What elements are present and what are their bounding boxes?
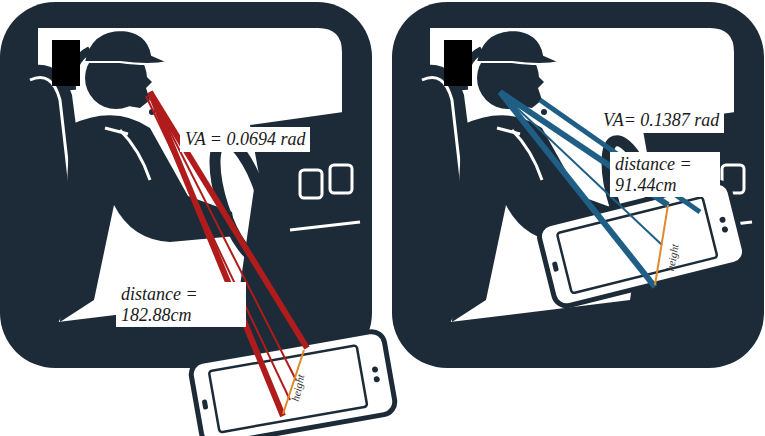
distance-label: distance = 91.44cm bbox=[610, 152, 720, 197]
tablet bbox=[189, 330, 397, 436]
cab-illustration bbox=[392, 2, 764, 368]
tablet bbox=[537, 180, 747, 309]
distance-label: distance = 182.88cm bbox=[116, 282, 246, 327]
height-line bbox=[655, 205, 668, 285]
angle-label: VA = 0.0694 rad bbox=[180, 127, 310, 152]
angle-label: VA= 0.1387 rad bbox=[598, 108, 724, 133]
